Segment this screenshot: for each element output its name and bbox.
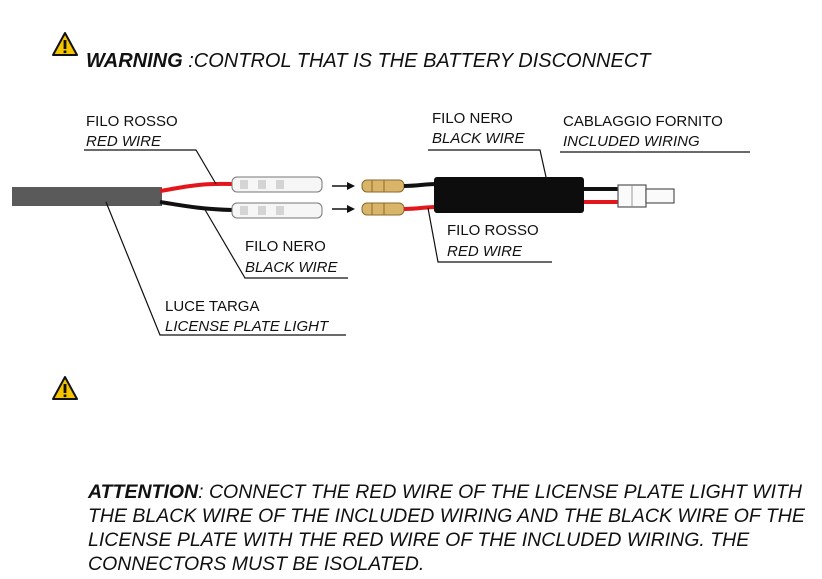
warning-headline: WARNING :CONTROL THAT IS THE BATTERY DIS… xyxy=(86,50,651,73)
male-connector-bottom xyxy=(361,202,405,216)
attention-text: : CONNECT THE RED WIRE OF THE LICENSE PL… xyxy=(88,481,805,575)
license-plate-cable xyxy=(12,187,162,206)
label-black-wire-top: BLACK WIRE xyxy=(432,130,525,147)
black-wire-included xyxy=(403,182,437,188)
leader-red-left xyxy=(84,149,217,185)
arrow-top xyxy=(332,182,355,190)
black-wire-left xyxy=(159,200,233,212)
leader-black-bottom xyxy=(203,207,348,279)
female-connector-bottom xyxy=(231,202,323,219)
warning-text: :CONTROL THAT IS THE BATTERY DISCONNECT xyxy=(182,50,651,72)
leader-black-top xyxy=(428,149,549,187)
label-cablaggio-fornito: CABLAGGIO FORNITO xyxy=(563,113,723,130)
male-connector-top xyxy=(361,179,405,193)
label-filo-nero-bottom: FILO NERO xyxy=(245,238,326,255)
warning-label: WARNING xyxy=(86,50,183,72)
female-connector-top xyxy=(231,176,323,193)
warning-triangle-icon xyxy=(52,376,78,400)
leader-red-right xyxy=(427,207,552,263)
label-black-wire-bottom: BLACK WIRE xyxy=(245,259,338,276)
warning-triangle-icon xyxy=(52,32,78,56)
label-luce-targa: LUCE TARGA xyxy=(165,298,260,315)
red-wire-left xyxy=(159,181,233,193)
label-red-wire-right: RED WIRE xyxy=(447,243,522,260)
label-included-wiring: INCLUDED WIRING xyxy=(563,133,700,150)
label-filo-nero-top: FILO NERO xyxy=(432,110,513,127)
attention-label: ATTENTION xyxy=(88,481,199,503)
label-red-wire-left: RED WIRE xyxy=(86,133,161,150)
label-filo-rosso-right: FILO ROSSO xyxy=(447,222,539,239)
included-wiring-sleeve xyxy=(434,177,584,213)
included-wiring-plug xyxy=(617,184,675,208)
label-license-plate-light: LICENSE PLATE LIGHT xyxy=(165,318,329,335)
arrow-bottom xyxy=(332,205,355,213)
leader-license-plate xyxy=(105,201,346,336)
label-filo-rosso-left: FILO ROSSO xyxy=(86,113,178,130)
red-wire-included xyxy=(403,205,437,211)
attention-paragraph: ATTENTION: CONNECT THE RED WIRE OF THE L… xyxy=(88,480,808,576)
